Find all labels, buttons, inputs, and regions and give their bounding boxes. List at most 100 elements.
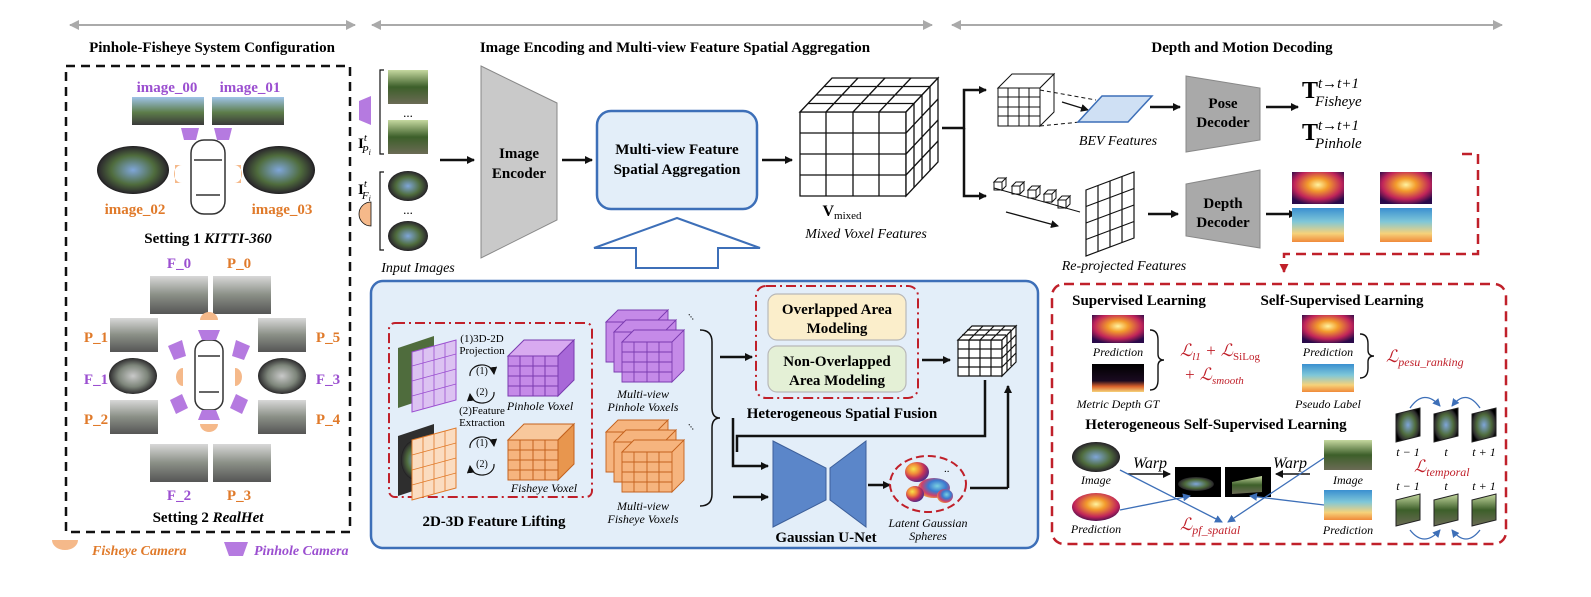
fisheye-camera-icon xyxy=(235,368,242,386)
mixed-voxel-cube xyxy=(798,76,940,198)
learning-panel xyxy=(1050,282,1508,546)
label-F0: F_0 xyxy=(167,256,191,272)
loss-pesu-sub: pesu_ranking xyxy=(1397,355,1463,369)
fused-voxel-cube xyxy=(956,324,1018,378)
hetero-image-right xyxy=(1324,440,1372,470)
warp-right: Warp xyxy=(1273,455,1307,472)
hetero-image-right-caption: Image xyxy=(1332,473,1364,487)
cycle-step2: (2) xyxy=(476,387,488,398)
reprojected-caption: Re-projected Features xyxy=(1061,259,1187,274)
pinhole-camera-icon xyxy=(359,96,371,125)
label-P1: P_1 xyxy=(84,330,108,346)
pinhole-camera-icon xyxy=(170,394,188,414)
supervised-loss-line1: ℒl1 + ℒSiLog xyxy=(1180,341,1260,363)
fusion-region xyxy=(755,285,919,399)
car-icon xyxy=(194,339,224,411)
mvfsa-line1: Multi-view Feature xyxy=(615,142,739,158)
photo-P2 xyxy=(110,400,158,434)
loss-plus: + xyxy=(1201,341,1221,360)
temporal-frame xyxy=(1433,493,1459,527)
blue-arrow xyxy=(1227,457,1325,523)
depth-decoder-line1: Depth xyxy=(1203,196,1243,212)
cycle-arrow xyxy=(466,391,495,404)
blue-arrow xyxy=(1119,469,1223,523)
photo-F0 xyxy=(150,276,208,314)
legend-fisheye-label: Fisheye Camera xyxy=(91,544,187,559)
temporal-arc xyxy=(1409,529,1441,540)
pinhole-camera-icon xyxy=(214,128,232,140)
cycle-arrow xyxy=(466,463,495,476)
arrow xyxy=(731,418,769,470)
fisheye-voxel xyxy=(506,422,576,482)
photo-image-02 xyxy=(97,146,169,194)
image-encoder-line1: Image xyxy=(499,146,539,162)
fisheye-image-plane xyxy=(398,424,457,501)
section-title-config: Pinhole-Fisheye System Configuration xyxy=(89,40,335,56)
label-P3: P_3 xyxy=(227,488,251,504)
pinhole-camera-icon xyxy=(232,340,250,360)
ipt-subi: i xyxy=(369,148,371,157)
blue-arrow xyxy=(1249,492,1325,506)
input-fisheye-image xyxy=(388,171,428,201)
nonoverlap-line1: Non-Overlapped xyxy=(783,354,891,370)
pesu-ranking-loss: ℒpesu_ranking xyxy=(1386,347,1464,369)
warped-content xyxy=(1178,477,1214,491)
pinhole-camera-icon xyxy=(181,128,199,140)
unet-encoder xyxy=(772,440,827,528)
label-F2: F_2 xyxy=(167,488,191,504)
brace xyxy=(1359,333,1375,379)
tf-sub: Fisheye xyxy=(1314,94,1362,110)
tp-main: T xyxy=(1302,120,1318,146)
cycle-step1: (1) xyxy=(476,438,488,449)
temporal-arc xyxy=(1451,529,1481,540)
temporal-frame xyxy=(1433,407,1459,443)
loss-l1-sub: l1 xyxy=(1192,351,1201,363)
ift-main: I xyxy=(358,182,364,198)
label-image-01: image_01 xyxy=(220,80,281,96)
loss-L: ℒ xyxy=(1221,341,1234,360)
setting1-name: KITTI-360 xyxy=(203,231,272,247)
ift-sup: t xyxy=(364,178,368,190)
projection-line1: (1)3D-2D xyxy=(460,333,503,345)
multiview-pinhole-voxels xyxy=(604,308,686,384)
depth-decoder-block xyxy=(1185,169,1261,249)
fisheye-voxel-caption: Fisheye Voxel xyxy=(510,481,578,495)
cycle-arrow xyxy=(469,364,498,377)
bracket xyxy=(379,171,384,251)
depth-decoder-line2: Decoder xyxy=(1196,215,1250,231)
loss-L: ℒ xyxy=(1414,457,1427,476)
label-P4: P_4 xyxy=(316,412,341,428)
photo-F1 xyxy=(109,358,157,394)
brace xyxy=(699,329,721,507)
loss-silog-sub: SiLog xyxy=(1233,351,1260,363)
loss-L: ℒ xyxy=(1180,341,1193,360)
gaussian-sphere xyxy=(905,462,929,482)
supervised-title: Supervised Learning xyxy=(1072,293,1206,309)
latent-line1: Latent Gaussian xyxy=(887,516,967,530)
pseudo-label-image xyxy=(1302,364,1354,392)
metric-gt-image xyxy=(1092,364,1144,392)
ift-sub: F xyxy=(361,190,369,202)
brace xyxy=(1149,329,1165,391)
reprojected-cubes xyxy=(992,176,1072,210)
self-prediction-caption: Prediction xyxy=(1302,345,1353,359)
vmixed-main: V xyxy=(822,203,834,220)
label-F3: F_3 xyxy=(316,372,340,388)
depth-output-fisheye xyxy=(1380,172,1432,204)
pinhole-camera-icon xyxy=(198,330,220,340)
pinhole-camera-icon xyxy=(168,340,186,360)
extraction-line1: (2)Feature xyxy=(459,405,505,417)
setting1-prefix: Setting 1 xyxy=(144,231,204,247)
input-images-caption: Input Images xyxy=(380,261,455,276)
temporal-label-tplus: t + 1 xyxy=(1472,479,1495,493)
hetero-pred-left xyxy=(1072,493,1120,521)
car-icon xyxy=(190,139,226,215)
mvfsa-line2: Spatial Aggregation xyxy=(614,162,741,178)
pf-spatial-loss: ℒpf_spatial xyxy=(1180,515,1241,537)
cycle-step2: (2) xyxy=(476,459,488,470)
photo-image-03 xyxy=(243,146,315,194)
legend-pinhole-icon xyxy=(224,542,248,556)
loss-smooth-sub: smooth xyxy=(1212,375,1244,387)
input-pinhole-image xyxy=(388,70,428,104)
warp-left: Warp xyxy=(1133,455,1167,472)
